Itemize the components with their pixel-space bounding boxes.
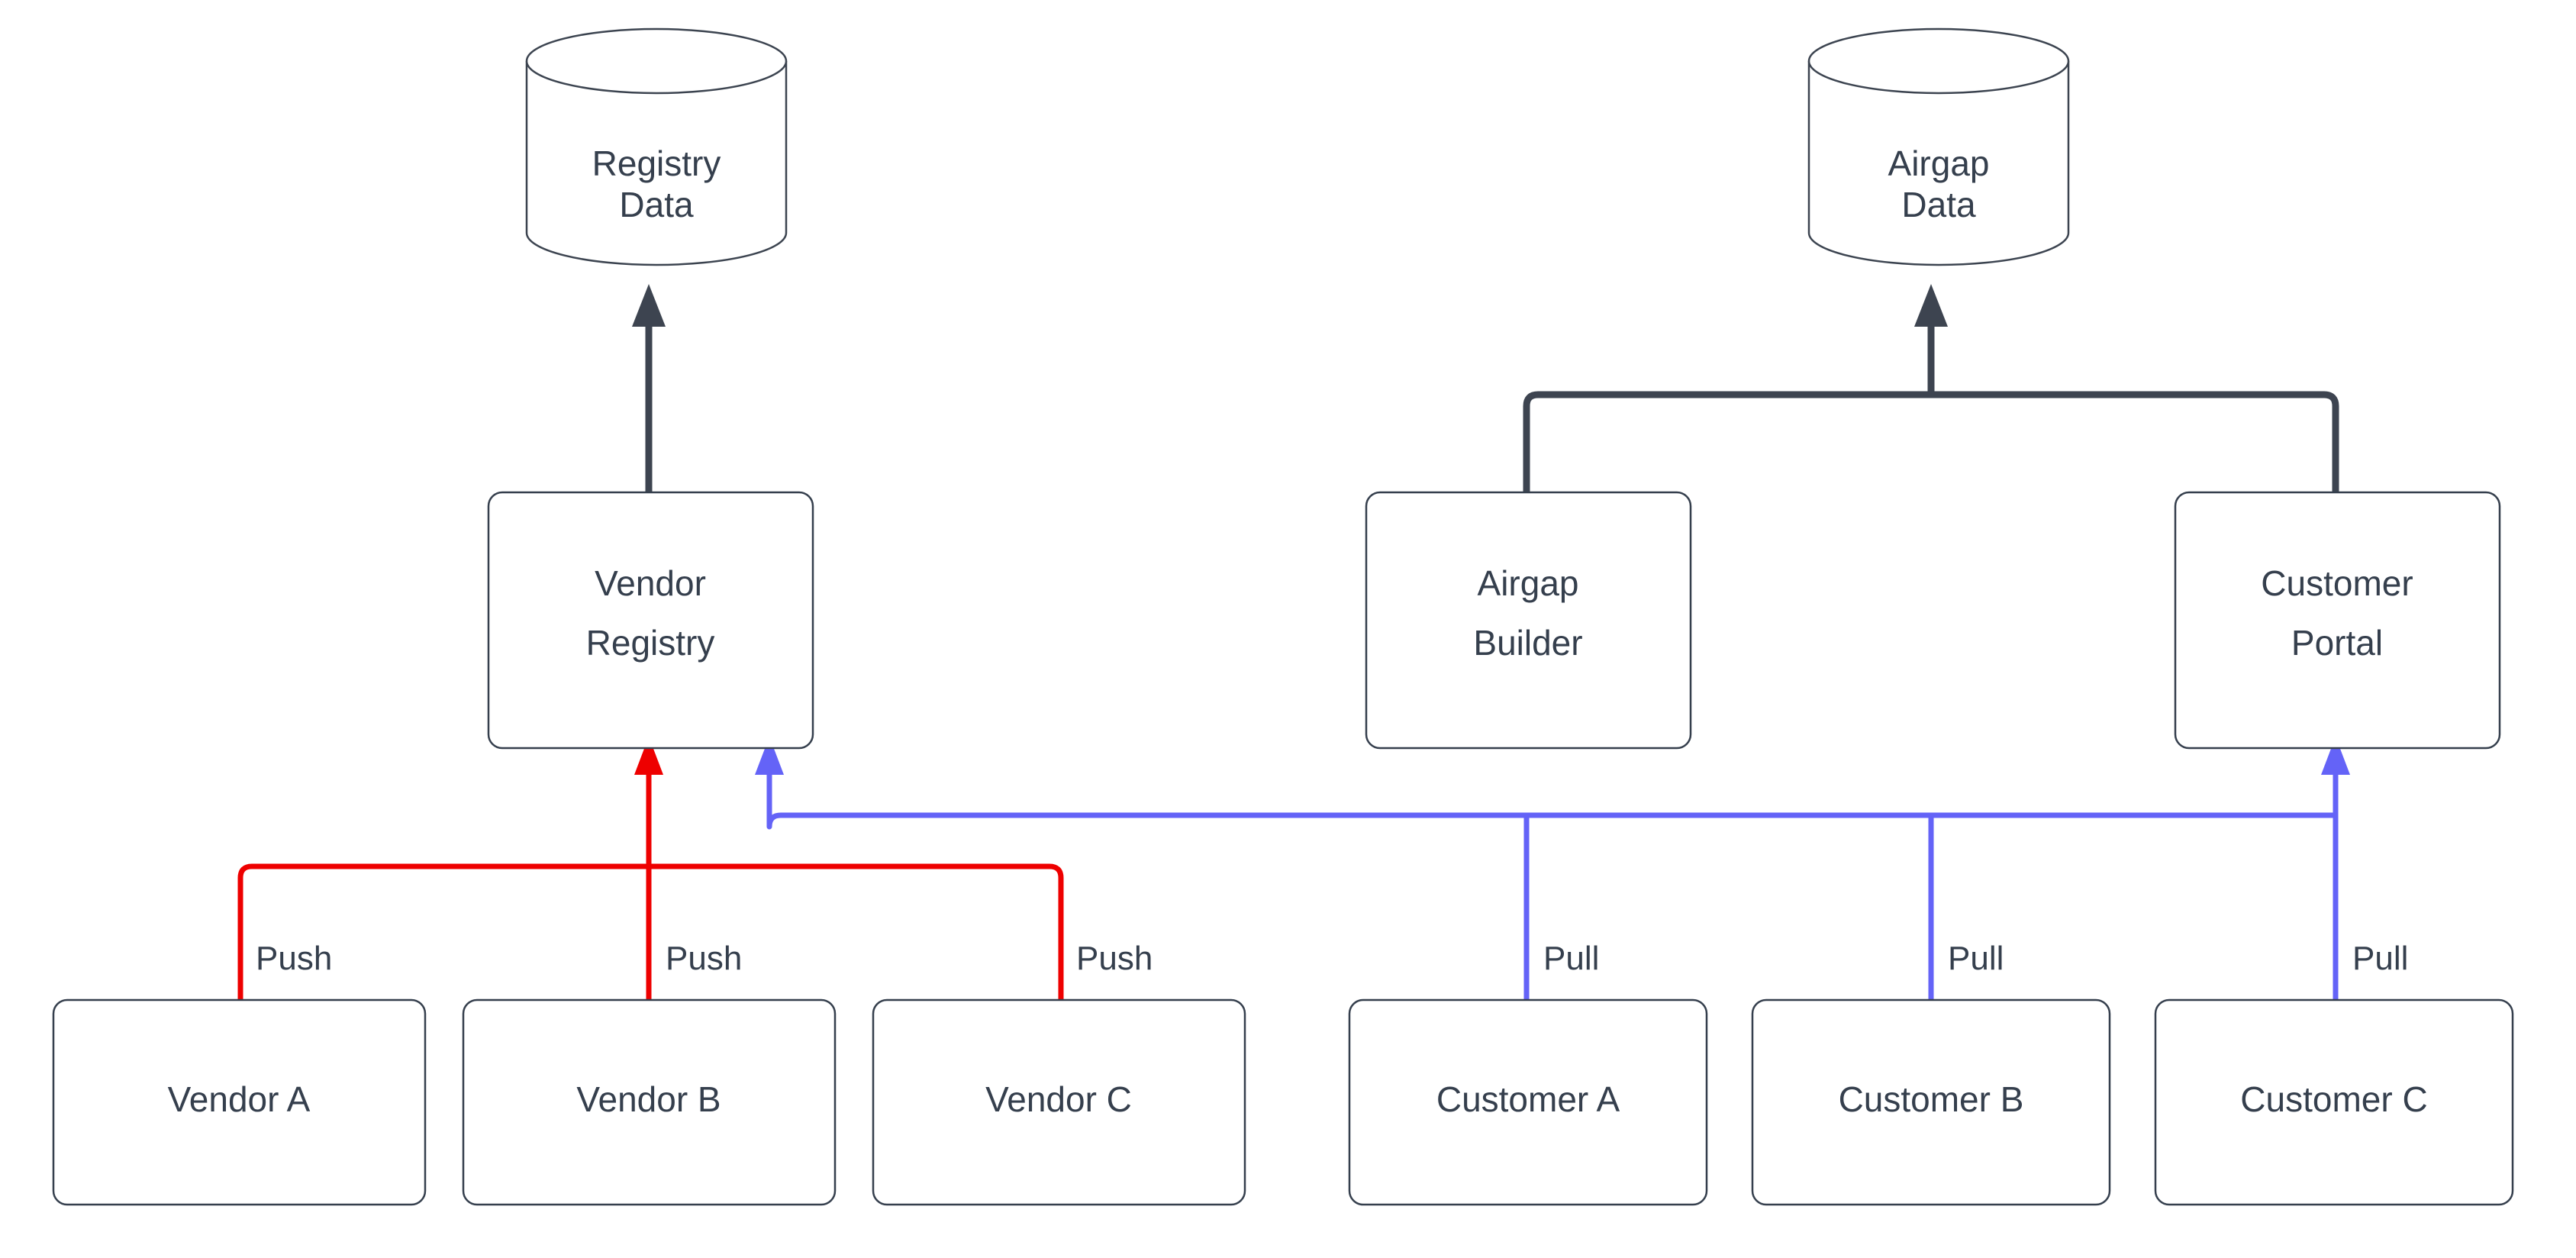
actor-vendor-c-label: Vendor C [985,1079,1132,1119]
actor-vendor-a[interactable]: Vendor A [52,998,427,1206]
edge-pull-trunk [755,737,2350,1000]
actor-customer-c[interactable]: Customer C [2154,998,2514,1206]
service-customer-portal[interactable]: Customer Portal [2174,491,2501,750]
edge-customer-portal-to-airgap-data [1931,391,2339,492]
service-airgap-builder-line1: Airgap [1478,563,1579,603]
actor-vendor-b-label: Vendor B [576,1079,721,1119]
actor-customer-a-label: Customer A [1436,1079,1620,1119]
service-vendor-registry[interactable]: Vendor Registry [487,491,814,750]
edge-vendor-registry-to-registry-data [632,284,666,492]
actor-customer-b[interactable]: Customer B [1751,998,2111,1206]
service-customer-portal-line1: Customer [2261,563,2413,603]
actor-vendor-a-label: Vendor A [168,1079,311,1119]
service-vendor-registry-line1: Vendor [595,563,706,603]
actor-customer-a[interactable]: Customer A [1348,998,1708,1206]
datastore-airgap-data[interactable]: Airgap Data [1807,27,2070,266]
service-airgap-builder-line2: Builder [1473,623,1582,663]
edge-airgap-builder-to-airgap-data [1523,391,1931,492]
edge-label-push-vendor-b: Push [666,940,742,977]
service-customer-portal-line2: Portal [2291,623,2383,663]
datastore-airgap-data-line2: Data [1901,185,1976,224]
service-airgap-builder[interactable]: Airgap Builder [1365,491,1692,750]
actor-vendor-c[interactable]: Vendor C [872,998,1246,1206]
datastore-registry-data-line2: Data [619,185,694,224]
edge-trunk-to-airgap-data [1914,284,1948,395]
edge-push-trunk [237,737,1064,1000]
actor-customer-c-label: Customer C [2240,1079,2427,1119]
datastore-registry-data-line1: Registry [592,144,721,183]
edge-label-push-vendor-c: Push [1076,940,1153,977]
actor-customer-b-label: Customer B [1839,1079,2024,1119]
edge-label-pull-customer-a: Pull [1543,940,1599,977]
edge-label-push-vendor-a: Push [256,940,332,977]
service-vendor-registry-line2: Registry [586,623,715,663]
edge-label-pull-customer-c: Pull [2352,940,2408,977]
datastore-airgap-data-line1: Airgap [1888,144,1990,183]
datastore-registry-data[interactable]: Registry Data [525,27,788,266]
actor-vendor-b[interactable]: Vendor B [462,998,837,1206]
edge-label-pull-customer-b: Pull [1948,940,2004,977]
